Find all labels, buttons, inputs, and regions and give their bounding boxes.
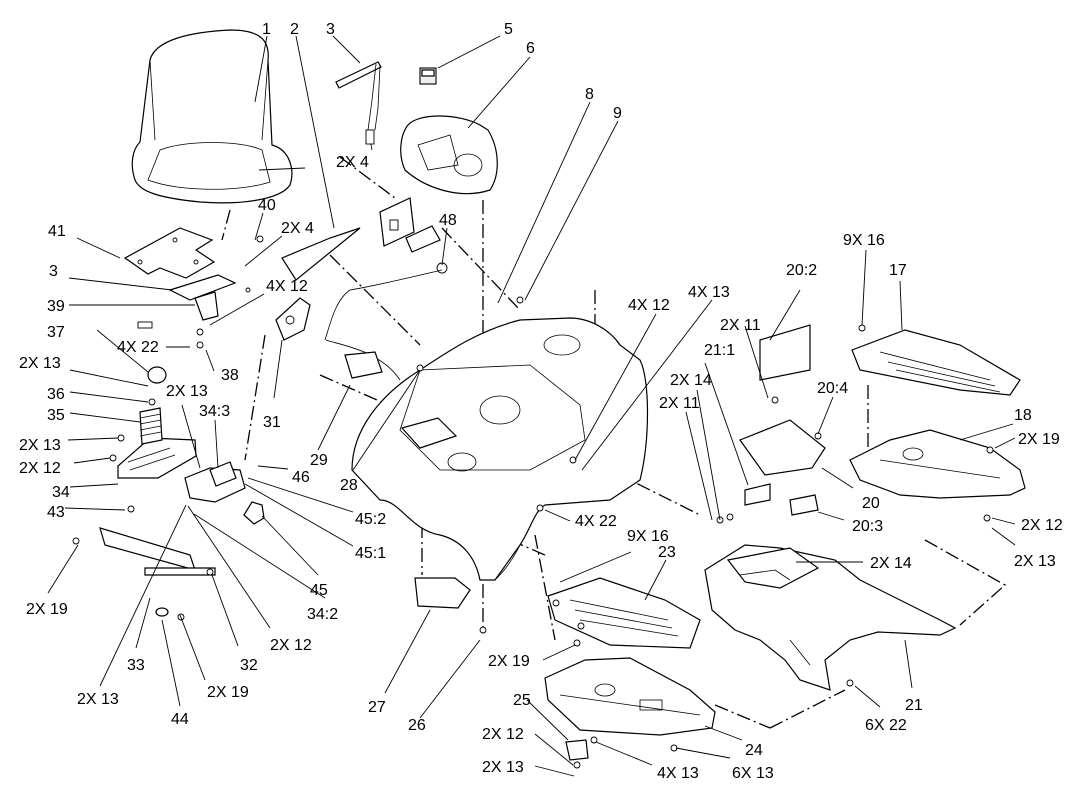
right-plate-part (739, 324, 826, 516)
seat-part (131, 29, 293, 204)
decal-panel-part (281, 197, 448, 281)
left-side-plate-part (544, 657, 716, 736)
callout-37: 37 (47, 324, 65, 341)
callout-2x14-bottom: 2X 14 (870, 555, 912, 572)
callout-20-2: 20:2 (786, 262, 817, 279)
callout-34-3: 34:3 (199, 403, 230, 420)
callout-43: 43 (47, 504, 65, 521)
callout-4x12-right: 4X 12 (628, 297, 670, 314)
callout-46: 46 (292, 469, 310, 486)
callout-2x14-top: 2X 14 (670, 372, 712, 389)
callout-2x19-right: 2X 19 (1018, 431, 1060, 448)
callout-32: 32 (240, 657, 258, 674)
seat-rail-part (117, 437, 246, 503)
adjust-knob-part (243, 501, 265, 525)
callout-2x13-right: 2X 13 (1014, 553, 1056, 570)
switch-plate-part (275, 297, 311, 341)
callout-26: 26 (408, 717, 426, 734)
console-cover-part (400, 115, 498, 195)
callout-2x19-left: 2X 19 (26, 601, 68, 618)
callout-25: 25 (513, 692, 531, 709)
callout-6: 6 (526, 40, 535, 57)
callout-39: 39 (47, 298, 65, 315)
callout-45: 45 (310, 582, 328, 599)
callout-29: 29 (310, 452, 328, 469)
callout-34-2: 34:2 (307, 606, 338, 623)
callout-3-mid: 3 (49, 263, 58, 280)
callout-labels: 1 2 3 5 6 2X 4 8 9 40 2X 4 48 41 3 4X 12… (19, 21, 1063, 782)
callout-2x13-b: 2X 13 (166, 383, 208, 400)
callout-48: 48 (439, 212, 457, 229)
callout-17: 17 (889, 262, 907, 279)
callout-2x4-lower: 2X 4 (281, 220, 314, 237)
callout-2x13-a: 2X 13 (19, 355, 61, 372)
callout-6x13: 6X 13 (732, 765, 774, 782)
callout-3-top: 3 (326, 21, 335, 38)
clip-part (565, 739, 589, 769)
callout-2x13-e: 2X 13 (482, 759, 524, 776)
left-footrest-part (547, 577, 701, 649)
right-fender-part (704, 544, 957, 691)
callout-2x19-b: 2X 19 (207, 684, 249, 701)
callout-20-3: 20:3 (852, 518, 883, 535)
callout-2x13-d: 2X 13 (77, 691, 119, 708)
callout-8: 8 (585, 86, 594, 103)
callout-21-1: 21:1 (704, 342, 735, 359)
callout-45-2: 45:2 (355, 511, 386, 528)
callout-2x12-c: 2X 12 (482, 726, 524, 743)
fender-body-part (351, 317, 649, 581)
lower-rail-part (99, 527, 216, 617)
callout-38: 38 (221, 367, 239, 384)
leader-lines (47, 35, 1016, 777)
callout-5: 5 (504, 21, 513, 38)
callout-27: 27 (368, 699, 386, 716)
spring-stack-part (139, 366, 167, 445)
callout-2x19-c: 2X 19 (488, 653, 530, 670)
callout-31: 31 (263, 414, 281, 431)
callout-2x12-right: 2X 12 (1021, 517, 1063, 534)
knob-part (419, 67, 437, 85)
callout-2x12-a: 2X 12 (19, 460, 61, 477)
callout-2x13-c: 2X 13 (19, 437, 61, 454)
right-side-plate-part (849, 429, 1026, 499)
callout-23: 23 (658, 544, 676, 561)
callout-4x22-left: 4X 22 (117, 339, 159, 356)
callout-4x22-right: 4X 22 (575, 513, 617, 530)
callout-9: 9 (613, 105, 622, 122)
callout-24: 24 (745, 742, 763, 759)
callout-33: 33 (127, 657, 145, 674)
callout-2: 2 (290, 21, 299, 38)
callout-35: 35 (47, 407, 65, 424)
right-footrest-part (851, 329, 1021, 396)
callout-44: 44 (171, 711, 189, 728)
callout-28: 28 (340, 477, 358, 494)
callout-4x13-bottom: 4X 13 (657, 765, 699, 782)
callout-40: 40 (258, 197, 276, 214)
callout-36: 36 (47, 386, 65, 403)
callout-2x12-b: 2X 12 (270, 637, 312, 654)
callout-21: 21 (905, 697, 923, 714)
callout-9x16-left: 9X 16 (627, 528, 669, 545)
callout-2x11-mid: 2X 11 (659, 395, 700, 412)
callout-2x4-upper: 2X 4 (336, 154, 369, 171)
callout-34: 34 (52, 484, 70, 501)
fender-plate-part (414, 577, 471, 609)
seat-switch-part (335, 61, 382, 151)
seat-bracket-part (137, 274, 237, 349)
seat-plate-part (123, 227, 216, 279)
callout-45-1: 45:1 (355, 545, 386, 562)
callout-20-4: 20:4 (817, 380, 848, 397)
callout-41: 41 (48, 223, 66, 240)
wiring-harness-part (324, 269, 443, 381)
callout-18: 18 (1014, 407, 1032, 424)
callout-9x16-right: 9X 16 (843, 232, 885, 249)
callout-20: 20 (862, 495, 880, 512)
callout-1: 1 (262, 21, 271, 38)
fasteners (72, 235, 994, 752)
callout-4x12-left: 4X 12 (266, 278, 308, 295)
callout-4x13-top: 4X 13 (688, 284, 730, 301)
callout-2x11-top: 2X 11 (720, 317, 761, 334)
callout-6x22: 6X 22 (865, 717, 907, 734)
